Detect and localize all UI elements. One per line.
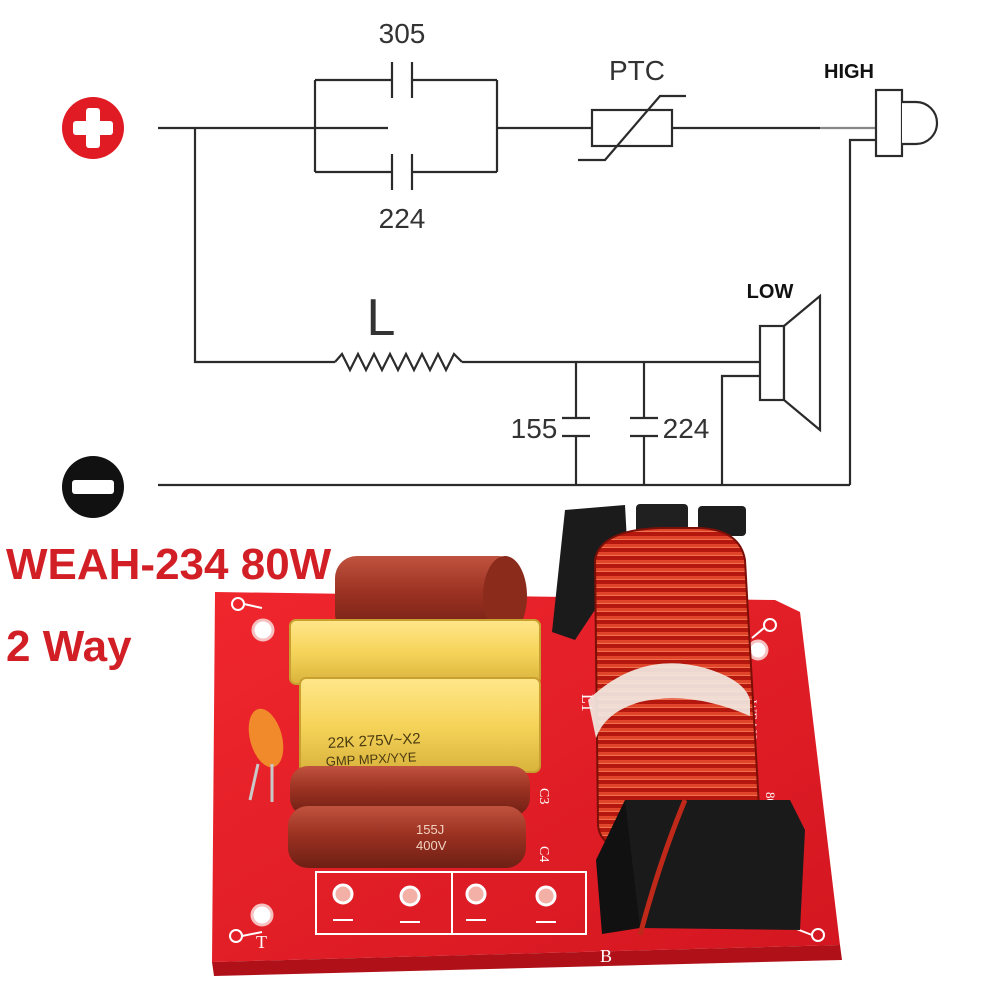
cap-155-label: 155 (511, 413, 558, 444)
screw-silkscreen-icon (229, 597, 825, 943)
inductor-label: L (367, 289, 396, 347)
cap-305-label: 305 (379, 18, 426, 49)
high-speaker-label: HIGH (824, 61, 874, 83)
c4-mark: C4 (536, 846, 551, 862)
ptc-slash (578, 94, 686, 162)
red-cap-print: 155J (416, 822, 444, 837)
cap-224-label: 224 (379, 203, 426, 234)
ptc-label: PTC (609, 55, 665, 86)
ptc-component (248, 708, 284, 802)
schematic (158, 62, 939, 487)
terminal-pads (332, 883, 557, 923)
mount-hole-icon (747, 639, 769, 661)
minus-circle-icon (62, 456, 124, 518)
product-model-title: WEAH-234 80W (6, 540, 332, 589)
yellow-cap-print2: GMP MPX/YYE (325, 749, 417, 769)
low-branch-wire (193, 128, 335, 364)
plus-circle-icon (62, 97, 124, 159)
terminal-b-mark: B (600, 946, 612, 966)
capacitor-yellow-2: 22K 275V~X2 GMP MPX/YYE (299, 677, 541, 773)
crossover-board-photo: T B C4 C3 L1 WEAH-234 80W 22K 275V~X2 GM… (212, 504, 842, 976)
capacitor-bottom-brown-2: 155J 400V (288, 806, 526, 868)
product-type-title: 2 Way (6, 622, 132, 671)
capacitor-bottom-brown-1 (290, 766, 530, 816)
woofer-icon (758, 293, 822, 433)
c3-mark: C3 (536, 788, 551, 804)
yellow-cap-print: 22K 275V~X2 (327, 730, 421, 752)
low-speaker-label: LOW (747, 281, 794, 303)
capacitor-top-brown (335, 556, 527, 636)
red-cap-print2: 400V (416, 838, 447, 853)
mount-hole-icon (251, 618, 275, 642)
tweeter-return-wire (848, 138, 876, 485)
mount-hole-icon (250, 903, 274, 927)
pcb-edge (212, 945, 842, 976)
capacitor-yellow-1 (289, 619, 541, 685)
inductor-coil (552, 504, 805, 936)
woofer-return-wire (720, 374, 760, 485)
inductor-symbol (334, 351, 463, 373)
cap-224-low-label: 224 (663, 413, 710, 444)
tweeter-icon (874, 88, 939, 158)
terminal-t-mark: T (256, 932, 267, 952)
